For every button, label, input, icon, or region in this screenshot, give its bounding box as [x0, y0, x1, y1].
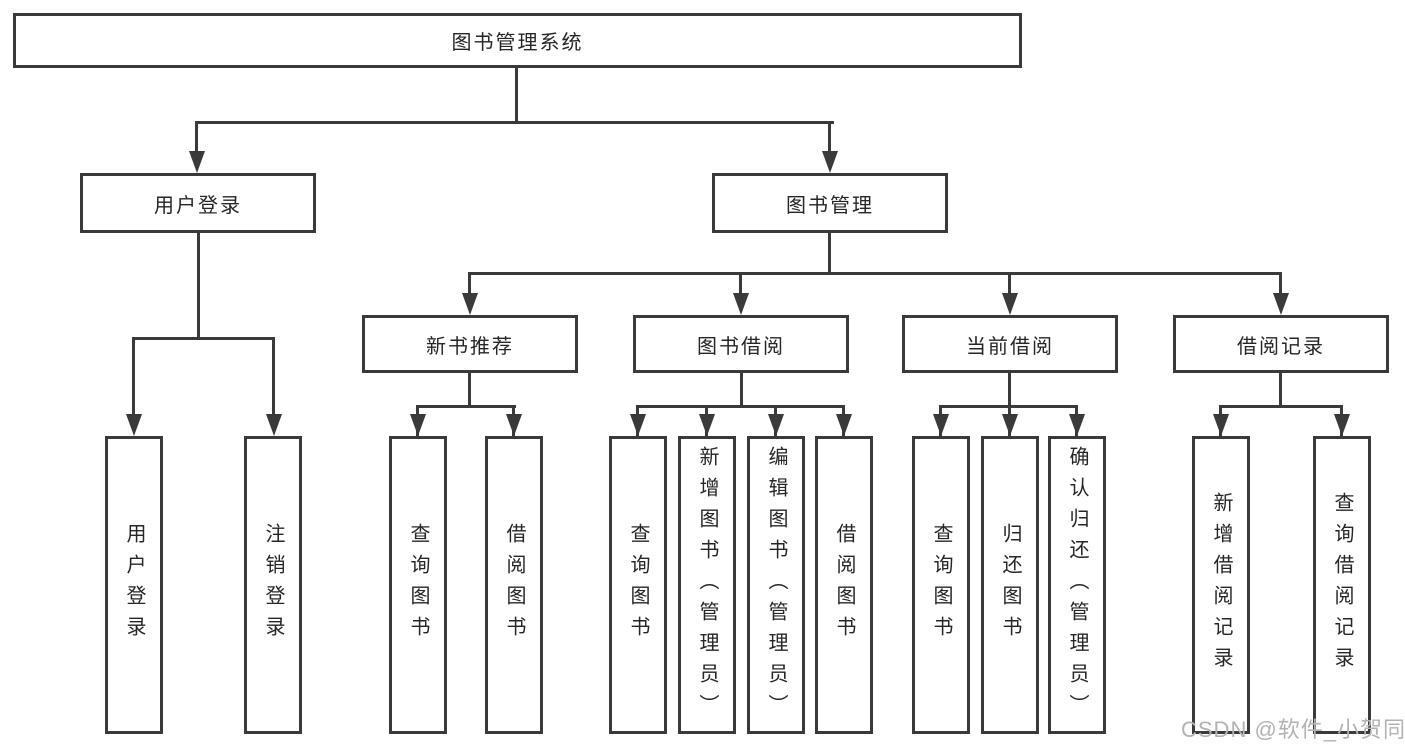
arrowhead-new-book-recommend [462, 293, 478, 315]
node-book-borrow: 图书借阅 [633, 315, 849, 373]
connector-borrow-record-crossbar [1219, 405, 1343, 408]
leaf-add-book-admin: 新增图书（管理员） [678, 436, 736, 734]
connector-stem-leaf-user-login [132, 337, 135, 414]
connector-stem-new-book-recommend [468, 272, 471, 294]
arrowhead-query-record [1334, 414, 1350, 436]
node-user-login-label: 用户登录 [154, 194, 242, 217]
leaf-current-query-books: 查询图书 [912, 436, 970, 734]
arrowhead-borrow-query [630, 414, 646, 436]
connector-root-crossbar [195, 121, 834, 124]
leaf-return-books-label: 归还图书 [999, 523, 1021, 647]
leaf-current-query-books-label: 查询图书 [930, 523, 952, 647]
node-book-management: 图书管理 [712, 173, 948, 233]
leaf-edit-book-admin-label: 编辑图书（管理员） [765, 445, 787, 725]
connector-stem-current-borrow [1008, 272, 1011, 294]
node-user-login: 用户登录 [80, 173, 316, 233]
arrowhead-recommend-borrow [506, 414, 522, 436]
arrowhead-current-query [933, 414, 949, 436]
arrowhead-user-login [189, 151, 205, 173]
leaf-recommend-borrow-books-label: 借阅图书 [503, 523, 525, 647]
connector-borrow-record-trunk [1279, 373, 1282, 405]
leaf-add-book-admin-label: 新增图书（管理员） [696, 445, 718, 725]
connector-user-login-trunk [197, 233, 200, 337]
arrowhead-borrow-record [1273, 293, 1289, 315]
node-library-management-system-label: 图书管理系统 [451, 32, 584, 54]
connector-current-borrow-trunk [1008, 373, 1011, 405]
leaf-recommend-borrow-books: 借阅图书 [485, 436, 543, 734]
connector-book-borrow-crossbar [636, 405, 845, 408]
leaf-query-borrow-record-label: 查询借阅记录 [1331, 492, 1353, 678]
leaf-recommend-query-books-label: 查询图书 [407, 523, 429, 647]
leaf-logout-login: 注销登录 [244, 436, 302, 734]
arrowhead-add-book [699, 414, 715, 436]
connector-book-borrow-trunk [740, 373, 743, 405]
arrowhead-borrow-book [836, 414, 852, 436]
connector-new-book-recommend-crossbar [416, 405, 516, 408]
connector-stem-leaf-logout [272, 337, 275, 414]
connector-stem-book-borrow [739, 272, 742, 294]
connector-book-management-trunk [828, 233, 831, 272]
connector-root-trunk [515, 68, 518, 121]
leaf-borrow-query-books-label: 查询图书 [627, 523, 649, 647]
node-borrow-record: 借阅记录 [1173, 315, 1389, 373]
arrowhead-leaf-logout [266, 414, 282, 436]
leaf-add-borrow-record-label: 新增借阅记录 [1210, 492, 1232, 678]
leaf-query-borrow-record: 查询借阅记录 [1313, 436, 1371, 734]
node-book-management-label: 图书管理 [786, 194, 874, 217]
node-new-book-recommend: 新书推荐 [362, 315, 578, 373]
node-current-borrow: 当前借阅 [902, 315, 1118, 373]
leaf-recommend-query-books: 查询图书 [389, 436, 447, 734]
arrowhead-book-management [822, 151, 838, 173]
arrowhead-confirm-return [1069, 414, 1085, 436]
connector-book-management-crossbar [468, 272, 1282, 275]
arrowhead-recommend-query [410, 414, 426, 436]
node-book-borrow-label: 图书借阅 [697, 335, 785, 358]
leaf-user-login: 用户登录 [105, 436, 163, 734]
leaf-user-login-label: 用户登录 [123, 523, 145, 647]
node-library-management-system: 图书管理系统 [13, 13, 1022, 68]
node-new-book-recommend-label: 新书推荐 [426, 335, 514, 358]
arrowhead-edit-book [768, 414, 784, 436]
arrowhead-return-book [1002, 414, 1018, 436]
connector-stem-book-management [828, 121, 831, 153]
leaf-borrow-query-books: 查询图书 [609, 436, 667, 734]
connector-new-book-recommend-trunk [468, 373, 471, 405]
leaf-logout-login-label: 注销登录 [262, 523, 284, 647]
connector-user-login-crossbar [132, 337, 275, 340]
leaf-confirm-return-admin-label: 确认归还（管理员） [1066, 445, 1088, 725]
node-current-borrow-label: 当前借阅 [966, 335, 1054, 358]
arrowhead-current-borrow [1002, 293, 1018, 315]
connector-stem-user-login [195, 121, 198, 153]
leaf-add-borrow-record: 新增借阅记录 [1192, 436, 1250, 734]
arrowhead-leaf-user-login [126, 414, 142, 436]
arrowhead-add-record [1213, 414, 1229, 436]
leaf-confirm-return-admin: 确认归还（管理员） [1048, 436, 1106, 734]
leaf-borrow-books: 借阅图书 [815, 436, 873, 734]
leaf-edit-book-admin: 编辑图书（管理员） [747, 436, 805, 734]
connector-stem-borrow-record [1279, 272, 1282, 294]
leaf-return-books: 归还图书 [981, 436, 1039, 734]
leaf-borrow-books-label: 借阅图书 [833, 523, 855, 647]
arrowhead-book-borrow [733, 293, 749, 315]
node-borrow-record-label: 借阅记录 [1237, 335, 1325, 358]
csdn-watermark: CSDN @软件_小贺同学 [1181, 717, 1405, 742]
